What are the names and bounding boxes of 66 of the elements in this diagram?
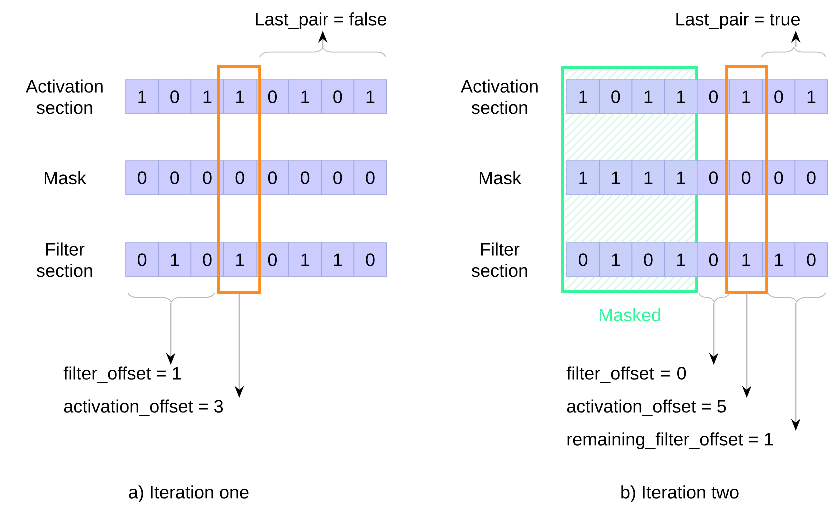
bit-cell: 1	[664, 80, 698, 114]
bit-cell: 1	[599, 242, 633, 278]
bit-cell: 1	[354, 80, 388, 114]
value-text: filter_offset = 0	[566, 366, 686, 384]
bit-cell: 1	[223, 80, 257, 114]
row-label: Activation section	[461, 80, 538, 114]
bit-cell: 1	[730, 242, 763, 278]
bit-cell: 0	[762, 160, 796, 196]
value-text: activation_offset = 3	[64, 400, 224, 416]
bit-cell: 0	[321, 80, 355, 114]
bit-cell: 0	[126, 160, 159, 196]
bit-cell: 1	[321, 242, 355, 278]
value-text: remaining_filter_offset = 1	[568, 432, 773, 450]
bit-cell: 0	[321, 160, 355, 196]
bit-cell: 0	[288, 160, 322, 196]
bit-cell: 1	[566, 160, 600, 196]
row-label: Mask	[480, 171, 522, 185]
bit-cell: 1	[126, 80, 159, 114]
bit-cell: 1	[288, 242, 322, 278]
bit-cell: 0	[632, 242, 666, 278]
value-text: activation_offset = 5	[567, 400, 726, 416]
bit-cell: 0	[126, 242, 159, 278]
bit-cell: 1	[288, 80, 322, 114]
row-label: Filter section	[37, 242, 92, 278]
caption: a) Iteration one	[129, 486, 249, 502]
bit-cell: 1	[632, 80, 666, 114]
bit-cell: 1	[794, 80, 828, 114]
bit-cell: 0	[256, 242, 290, 278]
bit-cell: 1	[158, 242, 192, 278]
bit-cell: 0	[697, 242, 730, 278]
bit-cell: 1	[190, 80, 224, 114]
highlight-box	[726, 66, 768, 294]
bit-cell: 1	[762, 242, 796, 278]
caption: b) Iteration two	[622, 486, 739, 502]
bit-cell: 1	[599, 160, 633, 196]
bit-cell: 0	[190, 160, 224, 196]
bit-cell: 1	[632, 160, 666, 196]
row-label: Activation section	[26, 80, 103, 114]
bit-cell: 0	[566, 242, 600, 278]
bit-cell: 0	[354, 242, 388, 278]
bit-cell: 0	[730, 160, 763, 196]
bit-cell: 1	[223, 242, 257, 278]
bit-cell: 0	[256, 80, 290, 114]
row-label: Mask	[44, 171, 87, 185]
bit-cell: 1	[730, 80, 763, 114]
bit-cell: 0	[223, 160, 257, 196]
bit-cell: 0	[762, 80, 796, 114]
node-label: Masked	[600, 308, 660, 322]
bit-cell: 0	[794, 242, 828, 278]
bit-cell: 0	[158, 160, 192, 196]
bit-cell: 0	[158, 80, 192, 114]
bit-cell: 0	[354, 160, 388, 196]
row-label: Filter section	[472, 242, 528, 278]
bit-cell: 0	[190, 242, 224, 278]
bit-cell: 1	[664, 160, 698, 196]
bit-cell: 1	[664, 242, 698, 278]
value-text: Last_pair = true	[676, 12, 800, 30]
bit-cell: 1	[566, 80, 600, 114]
bit-cell: 0	[256, 160, 290, 196]
value-text: Last_pair = false	[256, 12, 386, 30]
value-text: filter_offset = 1	[64, 366, 181, 384]
bit-cell: 0	[697, 80, 730, 114]
bit-cell: 0	[599, 80, 633, 114]
highlight-box	[218, 66, 262, 294]
bit-cell: 0	[794, 160, 828, 196]
bit-cell: 0	[697, 160, 730, 196]
